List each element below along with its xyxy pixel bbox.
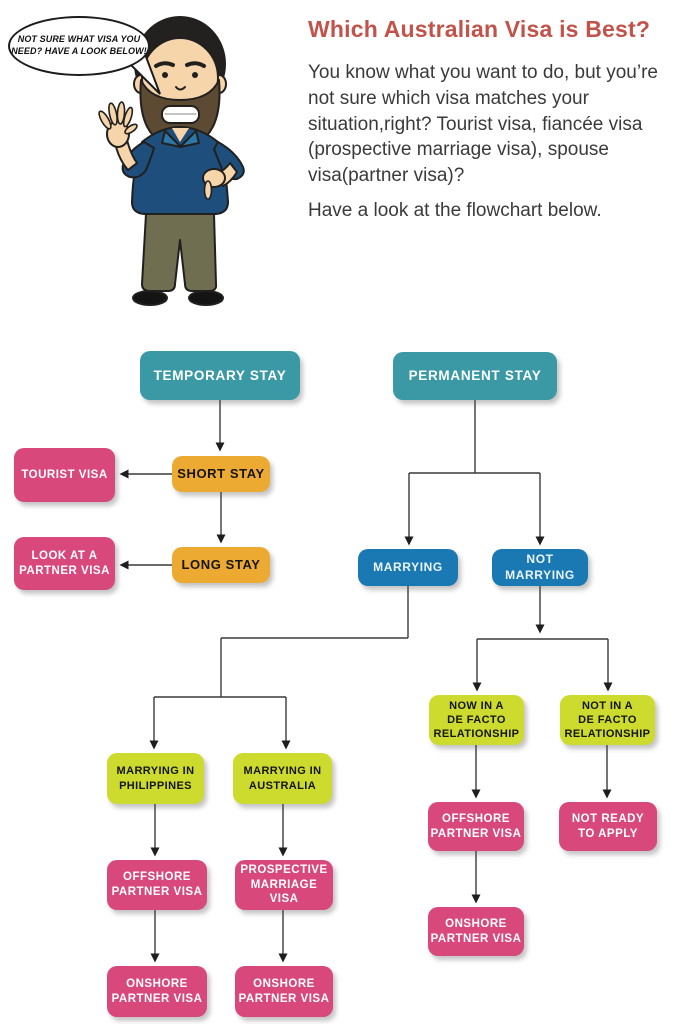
node-marrying: MARRYING: [358, 549, 458, 586]
node-look-at-a-partner-visa: LOOK AT A PARTNER VISA: [14, 537, 115, 590]
node-onshore-partner-visa-left: ONSHORE PARTNER VISA: [107, 966, 207, 1017]
node-marrying-in-philippines: MARRYING IN PHILIPPINES: [107, 753, 204, 804]
intro-paragraph: You know what you want to do, but you’re…: [308, 62, 658, 187]
cartoon-man-illustration: [98, 16, 245, 306]
node-offshore-partner-visa-right: OFFSHORE PARTNER VISA: [428, 802, 524, 851]
node-short-stay: SHORT STAY: [172, 456, 270, 492]
cta-paragraph: Have a look at the flowchart below.: [308, 200, 602, 221]
speech-bubble: NOT SURE WHAT VISA YOU NEED? HAVE A LOOK…: [8, 16, 150, 76]
node-not-marrying: NOT MARRYING: [492, 549, 588, 586]
shoe: [132, 290, 168, 306]
node-now-in-a-de-facto: NOW IN A DE FACTO RELATIONSHIP: [429, 695, 524, 745]
node-marrying-in-australia: MARRYING IN AUSTRALIA: [233, 753, 332, 804]
pants: [141, 213, 218, 292]
page-title: Which Australian Visa is Best?: [308, 16, 651, 42]
node-offshore-partner-visa-left: OFFSHORE PARTNER VISA: [107, 860, 207, 910]
node-long-stay: LONG STAY: [172, 547, 270, 583]
node-not-ready-to-apply: NOT READY TO APPLY: [559, 802, 657, 851]
node-temporary-stay: TEMPORARY STAY: [140, 351, 300, 400]
shoe: [188, 290, 224, 306]
node-permanent-stay: PERMANENT STAY: [393, 352, 557, 400]
node-onshore-partner-visa-mid: ONSHORE PARTNER VISA: [235, 966, 333, 1017]
node-onshore-partner-visa-right: ONSHORE PARTNER VISA: [428, 907, 524, 956]
node-not-in-a-de-facto: NOT IN A DE FACTO RELATIONSHIP: [560, 695, 655, 745]
node-tourist-visa: TOURIST VISA: [14, 448, 115, 502]
node-prospective-marriage-visa: PROSPECTIVE MARRIAGE VISA: [235, 860, 333, 910]
